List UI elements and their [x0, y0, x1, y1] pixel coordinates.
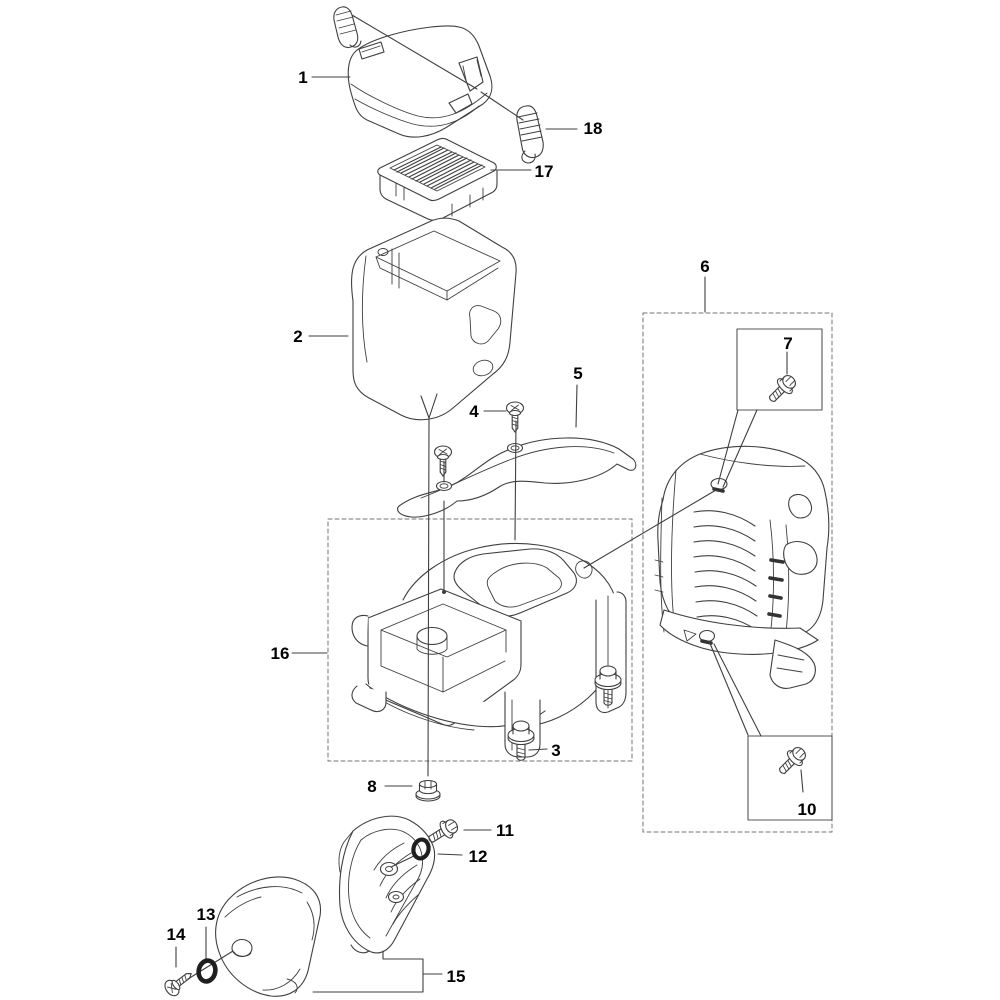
group-box-6 — [642, 312, 833, 833]
part-label-7: 7 — [783, 334, 792, 353]
bolt-10-icon — [773, 742, 811, 780]
part-label-12: 12 — [469, 847, 488, 866]
part-label-14: 14 — [167, 925, 186, 944]
part-label-2: 2 — [293, 327, 302, 346]
part-label-8: 8 — [367, 777, 376, 796]
part-17-air-filter-drawing — [377, 137, 498, 222]
screw-4-left-icon — [433, 445, 453, 477]
part-2-filter-housing-drawing — [350, 217, 517, 421]
part-label-5: 5 — [573, 364, 582, 383]
part-label-10: 10 — [798, 800, 817, 819]
leader-lines — [175, 14, 804, 993]
detail-box-7 — [736, 328, 823, 411]
part-label-6: 6 — [700, 257, 709, 276]
part-1-air-filter-cover-drawing — [347, 25, 493, 138]
part-label-4: 4 — [469, 402, 479, 421]
part-6-starter-housing-drawing — [654, 445, 830, 689]
nut-8-icon — [415, 779, 441, 802]
part-16-cylinder-cover-drawing — [351, 542, 627, 758]
detail-box-10 — [747, 735, 833, 821]
filter-ribs — [393, 146, 483, 190]
part-label-16: 16 — [271, 644, 290, 663]
part-label-13: 13 — [197, 905, 216, 924]
part-label-15: 15 — [447, 967, 466, 986]
part-label-1: 1 — [298, 68, 307, 87]
part-18-clip-right-drawing — [516, 105, 544, 164]
screw-4-right-icon — [505, 401, 525, 433]
screw-14-icon — [161, 966, 197, 999]
part-label-3: 3 — [551, 741, 560, 760]
part-label-11: 11 — [496, 821, 514, 840]
oring-13-icon — [197, 959, 217, 983]
part-label-17: 17 — [535, 162, 554, 181]
bolt-7-icon — [763, 370, 801, 408]
part-15-clamp-left-half-drawing — [215, 876, 322, 997]
part-18-clip-left-drawing — [333, 6, 362, 49]
part-5-cover-strip-drawing — [397, 437, 637, 518]
part-label-18: 18 — [584, 119, 603, 138]
part-15-clamp-right-half-drawing — [338, 815, 436, 954]
